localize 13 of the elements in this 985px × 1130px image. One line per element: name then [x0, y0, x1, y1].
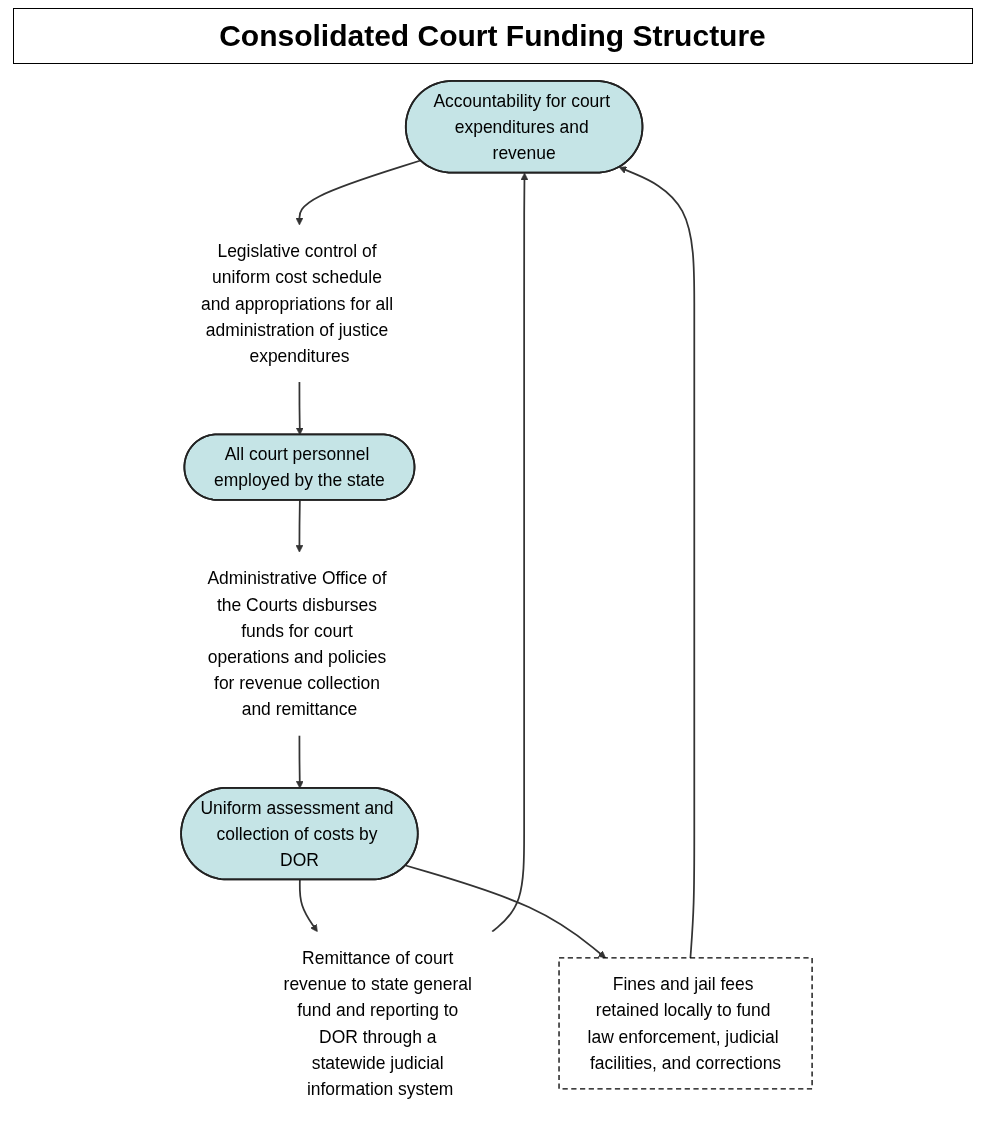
arrow [491, 172, 529, 933]
arrow [295, 499, 304, 553]
node-box: Fines and jail fees retained locally to fund law enforcement, judicial facilities, and corrections [558, 957, 813, 1090]
arrow [295, 381, 304, 436]
node-text: Legislative control of uniform cost schedule and appropriations for all administration of justice expenditures [200, 241, 394, 366]
arrow [618, 166, 696, 959]
arrow [295, 159, 422, 226]
arrow [298, 878, 318, 933]
arrow [295, 734, 304, 789]
node-text: Administrative Office of the Courts disburses funds for court operations and policies for revenue collection and remittance [207, 568, 387, 719]
diagram-title: Consolidated Court Funding Structure [12, 8, 973, 64]
arrow [404, 864, 606, 959]
node-text: Remittance of court revenue to state general fund and reporting to DOR through a statewide judicial information system [283, 948, 472, 1099]
